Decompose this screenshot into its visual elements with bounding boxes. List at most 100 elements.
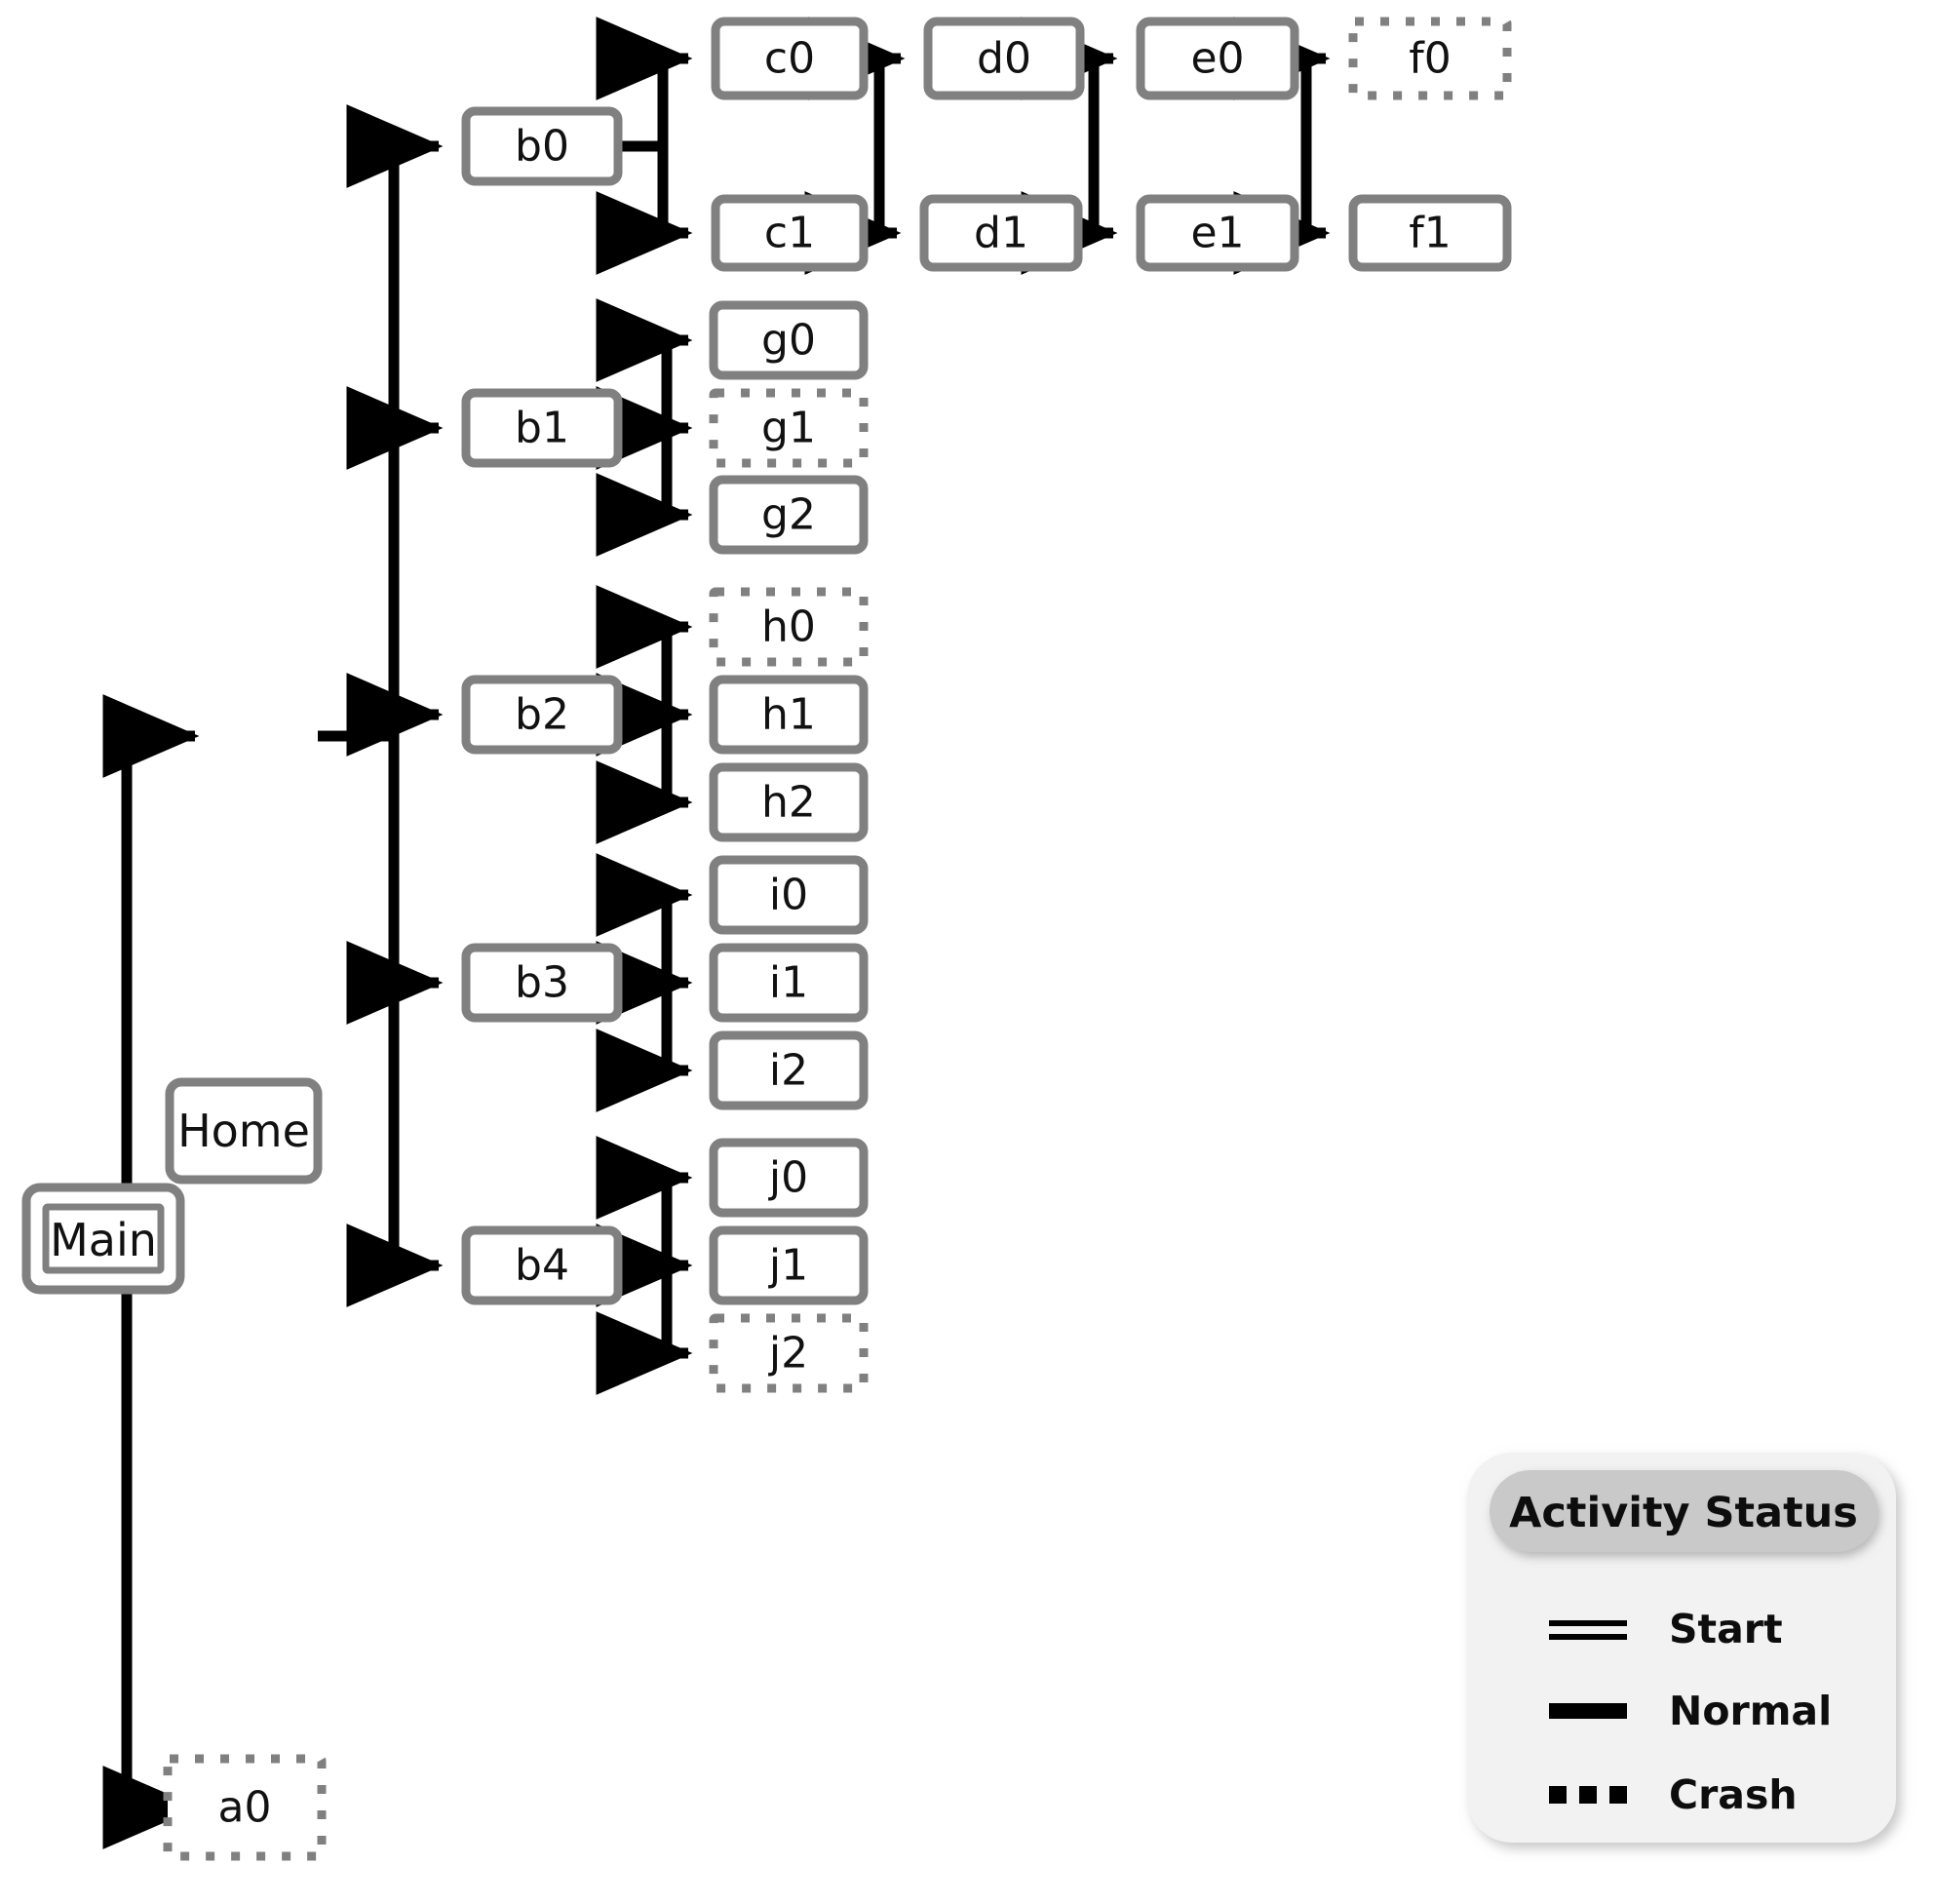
node-h0-border	[709, 587, 869, 667]
node-j0-border	[709, 1138, 869, 1218]
node-c1-border	[711, 194, 869, 272]
node-i0-border	[709, 855, 869, 935]
edge-layer	[102, 17, 1331, 1849]
node-i2[interactable]: i2	[709, 1030, 869, 1110]
node-g0[interactable]: g0	[709, 300, 869, 380]
node-home-border	[165, 1077, 323, 1185]
node-i2-label: i2	[769, 1046, 808, 1096]
node-b2-label: b2	[515, 690, 569, 740]
node-i0[interactable]: i0	[709, 855, 869, 935]
node-b0-border	[461, 106, 623, 186]
node-h2-border	[709, 762, 869, 842]
node-j2-label: j2	[768, 1329, 808, 1379]
legend-title-pill	[1490, 1470, 1878, 1552]
node-h1-label: h1	[761, 690, 816, 740]
node-b1-border	[461, 388, 623, 468]
node-layer: Main a0 Home b0 b1 b2 b3	[21, 17, 1512, 1861]
node-d1[interactable]: d1	[919, 194, 1083, 272]
node-g2[interactable]: g2	[709, 475, 869, 555]
node-j2-border	[709, 1313, 869, 1393]
node-i1[interactable]: i1	[709, 943, 869, 1023]
node-d1-border	[919, 194, 1083, 272]
node-e1-border	[1136, 194, 1299, 272]
node-h1-border	[709, 675, 869, 755]
legend-item-normal-label: Normal	[1669, 1688, 1832, 1734]
dotted-line-icon	[1549, 1786, 1627, 1804]
node-c1[interactable]: c1	[711, 194, 869, 272]
node-i1-border	[709, 943, 869, 1023]
node-j2[interactable]: j2	[709, 1313, 869, 1393]
node-h1[interactable]: h1	[709, 675, 869, 755]
node-a0-label: a0	[218, 1783, 272, 1833]
node-j1-label: j1	[768, 1241, 808, 1291]
node-f1-label: f1	[1409, 209, 1451, 258]
node-main[interactable]: Main	[21, 1183, 185, 1295]
node-c0-border	[711, 17, 869, 100]
node-b3-label: b3	[515, 958, 569, 1008]
node-d1-label: d1	[974, 209, 1028, 258]
node-c0-label: c0	[764, 34, 815, 84]
legend-item-start: Start	[1549, 1606, 1783, 1652]
node-a0-border	[163, 1754, 327, 1861]
node-d0[interactable]: d0	[923, 17, 1085, 100]
node-h0[interactable]: h0	[709, 587, 869, 667]
node-c1-label: c1	[764, 209, 815, 258]
node-e1-label: e1	[1190, 209, 1244, 258]
node-b2[interactable]: b2	[461, 675, 623, 755]
node-g1-border	[709, 388, 869, 468]
legend-item-normal: Normal	[1549, 1688, 1832, 1734]
node-e1[interactable]: e1	[1136, 194, 1299, 272]
node-j0-label: j0	[768, 1153, 808, 1203]
node-g2-border	[709, 475, 869, 555]
node-b0[interactable]: b0	[461, 106, 623, 186]
double-line-icon	[1549, 1620, 1627, 1640]
legend-panel: Activity Status Start Normal Crash	[1467, 1453, 1896, 1843]
edge-main-home	[102, 694, 200, 1187]
legend-title: Activity Status	[1509, 1489, 1858, 1537]
node-c0[interactable]: c0	[711, 17, 869, 100]
node-d0-border	[923, 17, 1085, 100]
node-f0[interactable]: f0	[1348, 17, 1512, 100]
node-b4[interactable]: b4	[461, 1225, 623, 1305]
node-b1-label: b1	[515, 404, 569, 453]
legend-item-start-label: Start	[1669, 1606, 1783, 1652]
node-d0-label: d0	[977, 34, 1031, 84]
node-b1[interactable]: b1	[461, 388, 623, 468]
node-i2-border	[709, 1030, 869, 1110]
node-h2[interactable]: h2	[709, 762, 869, 842]
node-home[interactable]: Home	[165, 1077, 323, 1185]
node-g2-label: g2	[761, 490, 816, 540]
node-f1[interactable]: f1	[1348, 194, 1512, 272]
node-b4-label: b4	[515, 1241, 569, 1291]
node-f0-label: f0	[1409, 34, 1451, 84]
node-i0-label: i0	[769, 871, 808, 920]
node-h2-label: h2	[761, 778, 816, 828]
node-b4-border	[461, 1225, 623, 1305]
node-home-label: Home	[177, 1105, 310, 1157]
node-f0-border	[1348, 17, 1512, 100]
node-main-inner-border	[42, 1203, 165, 1274]
node-g1-label: g1	[761, 404, 816, 453]
legend-item-crash: Crash	[1549, 1771, 1798, 1818]
node-a0[interactable]: a0	[163, 1754, 327, 1861]
node-e0-label: e0	[1190, 34, 1244, 84]
node-e0-border	[1136, 17, 1299, 100]
node-e0[interactable]: e0	[1136, 17, 1299, 100]
node-j1[interactable]: j1	[709, 1225, 869, 1305]
solid-line-icon	[1549, 1703, 1627, 1719]
legend-item-crash-label: Crash	[1669, 1771, 1798, 1818]
node-j0[interactable]: j0	[709, 1138, 869, 1218]
node-h0-label: h0	[761, 602, 816, 652]
node-b2-border	[461, 675, 623, 755]
node-b3[interactable]: b3	[461, 943, 623, 1023]
edge-main-a0	[102, 1290, 200, 1849]
node-b3-border	[461, 943, 623, 1023]
node-g1[interactable]: g1	[709, 388, 869, 468]
node-i1-label: i1	[769, 958, 808, 1008]
node-g0-label: g0	[761, 316, 816, 366]
node-main-label: Main	[50, 1214, 157, 1266]
node-f1-border	[1348, 194, 1512, 272]
node-g0-border	[709, 300, 869, 380]
node-b0-label: b0	[515, 122, 569, 172]
